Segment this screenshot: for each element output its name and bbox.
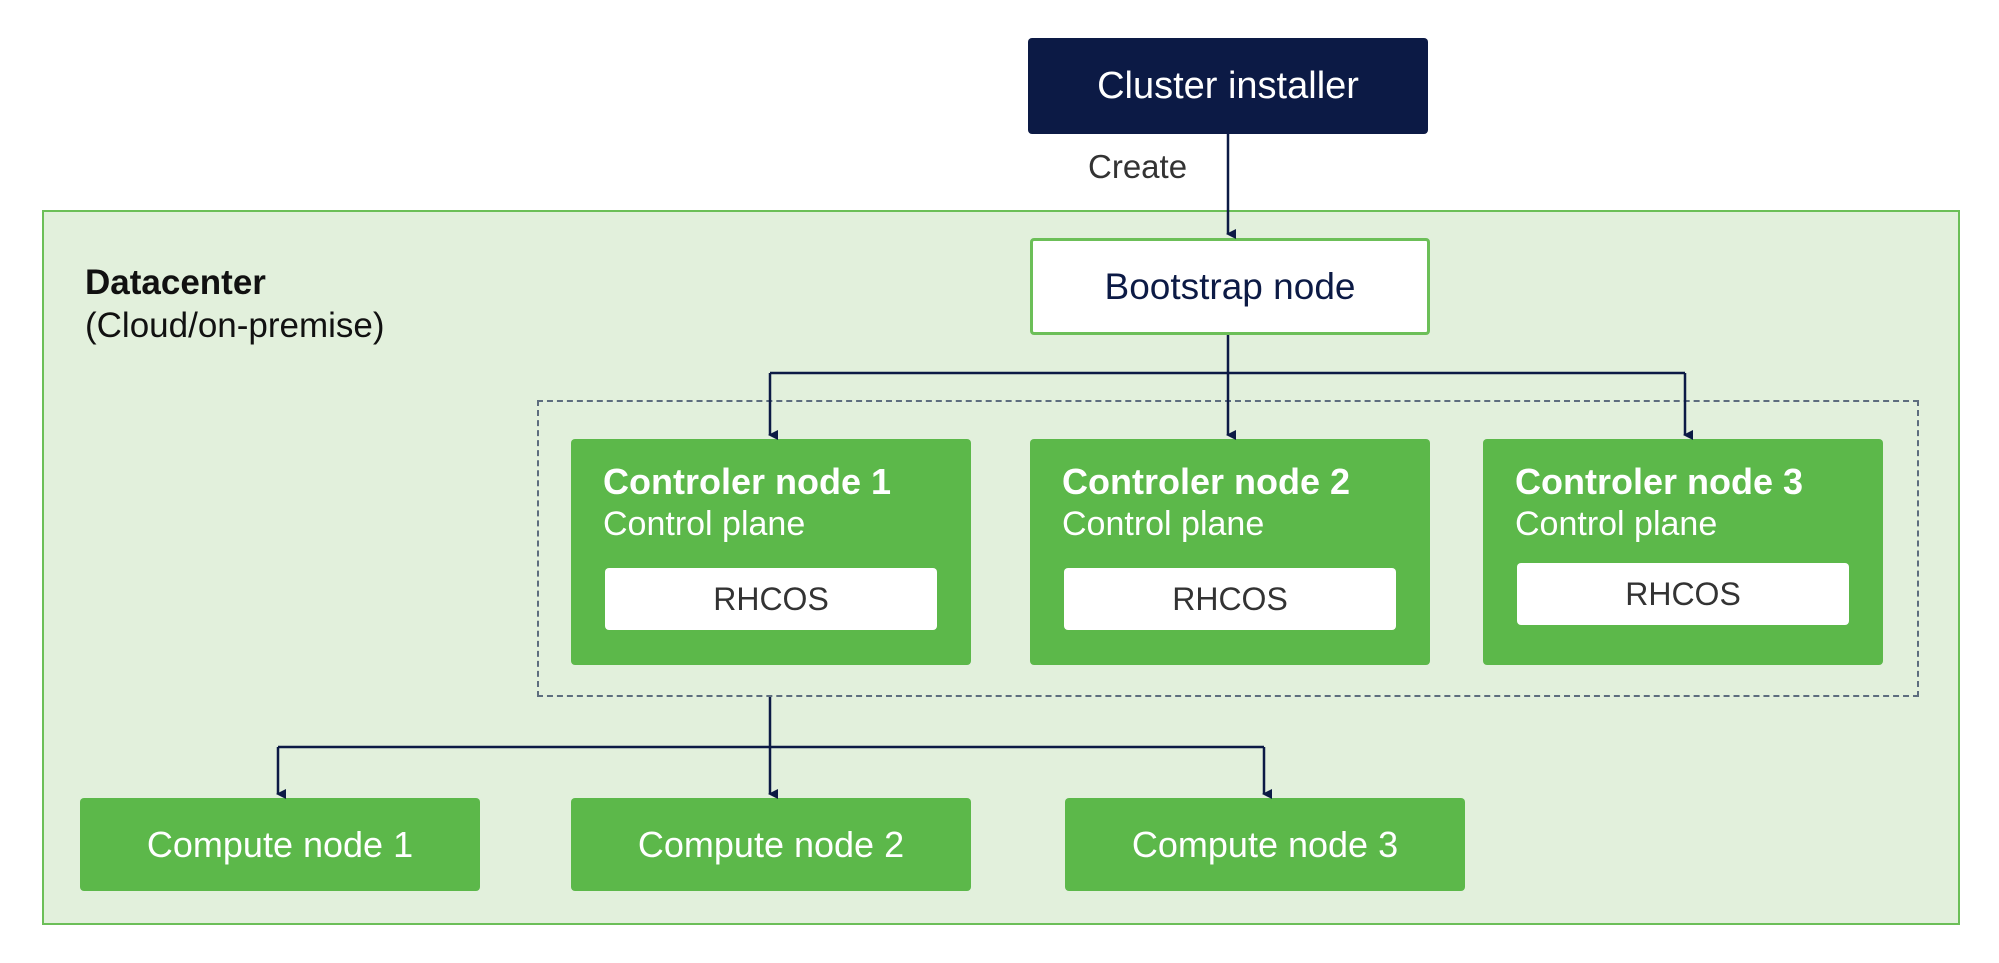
create-edge-label: Create bbox=[1088, 148, 1188, 185]
controller-node-3: Controler node 3 Control plane RHCOS bbox=[1483, 439, 1883, 665]
controller-node-subtitle: Control plane bbox=[603, 505, 806, 543]
compute-node-label: Compute node 1 bbox=[146, 823, 414, 865]
datacenter-title: Datacenter bbox=[85, 263, 266, 302]
os-badge: RHCOS bbox=[605, 568, 937, 630]
compute-node-2: Compute node 2 bbox=[571, 798, 971, 891]
datacenter-subtitle: (Cloud/on-premise) bbox=[85, 306, 385, 345]
cluster-installer-label: Cluster installer bbox=[1097, 64, 1359, 107]
controller-node-title: Controler node 1 bbox=[603, 461, 892, 502]
compute-node-label: Compute node 3 bbox=[1131, 823, 1399, 865]
os-badge: RHCOS bbox=[1517, 563, 1849, 625]
controller-node-subtitle: Control plane bbox=[1515, 505, 1718, 543]
controller-node-title: Controler node 2 bbox=[1062, 461, 1351, 502]
compute-node-1: Compute node 1 bbox=[80, 798, 480, 891]
controller-node-title: Controler node 3 bbox=[1515, 461, 1804, 502]
bootstrap-node-label: Bootstrap node bbox=[1104, 265, 1356, 307]
compute-node-label: Compute node 2 bbox=[637, 823, 905, 865]
controller-node-1: Controler node 1 Control plane RHCOS bbox=[571, 439, 971, 665]
controller-node-2: Controler node 2 Control plane RHCOS bbox=[1030, 439, 1430, 665]
bootstrap-node-box: Bootstrap node bbox=[1030, 238, 1430, 335]
compute-node-3: Compute node 3 bbox=[1065, 798, 1465, 891]
cluster-installer-box: Cluster installer bbox=[1028, 38, 1428, 134]
os-badge: RHCOS bbox=[1064, 568, 1396, 630]
controller-node-subtitle: Control plane bbox=[1062, 505, 1265, 543]
